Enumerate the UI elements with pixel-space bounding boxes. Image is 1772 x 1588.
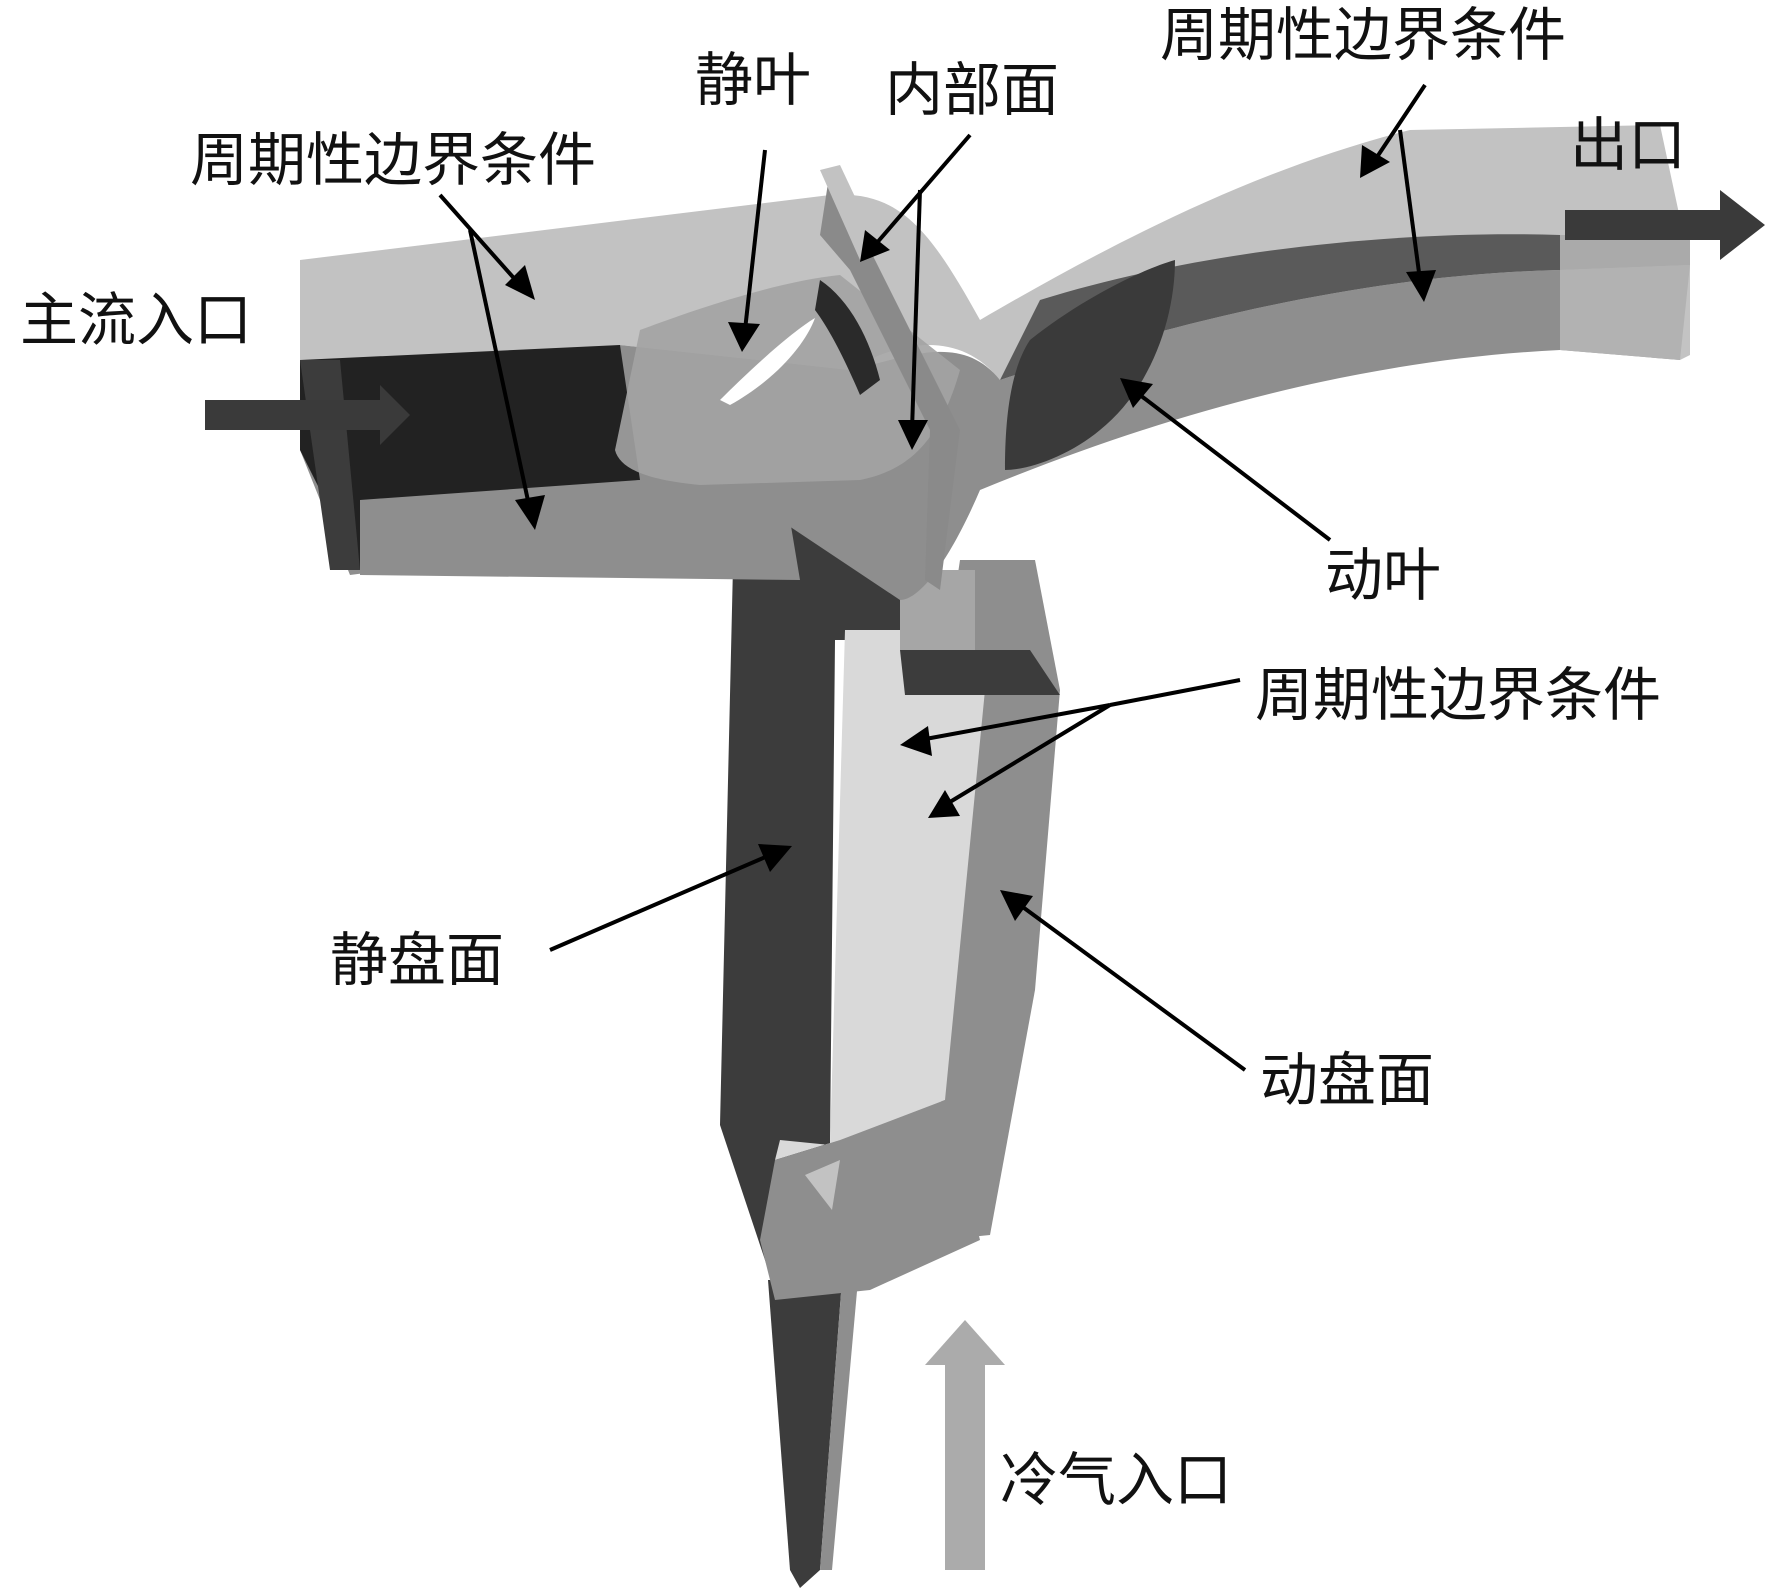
label-periodic-cavity: 周期性边界条件 [1255, 661, 1661, 729]
rotor-blade [1005, 260, 1175, 470]
stator-vane-slot [720, 318, 815, 405]
label-stator-blade: 静叶 [695, 46, 811, 114]
label-rotor-disk: 动盘面 [1260, 1046, 1434, 1114]
lower-seal-mid [820, 1280, 858, 1570]
label-outlet: 出口 [1570, 111, 1686, 179]
label-periodic-top-right: 周期性边界条件 [1160, 1, 1566, 69]
flow-arrows [205, 190, 1765, 1570]
coolant-inlet-arrow [925, 1320, 1005, 1570]
label-rotor-blade: 动叶 [1325, 541, 1441, 609]
stator-passage [615, 275, 960, 485]
cavity-bottom-notch [805, 1160, 840, 1210]
labels: 周期性边界条件 静叶 内部面 周期性边界条件 出口 主流入口 动叶 周期性边界条… [20, 1, 1686, 1514]
stator-vane [815, 280, 880, 395]
cavity-bottom-chamfer [760, 1100, 980, 1300]
rim-cavity [720, 480, 1060, 1588]
label-periodic-top-left: 周期性边界条件 [190, 126, 596, 194]
stator-disk-face [720, 480, 915, 1290]
leader-lines [438, 83, 1436, 1072]
lower-seal-dark [768, 1280, 842, 1588]
label-interface: 内部面 [885, 56, 1059, 124]
label-stator-disk: 静盘面 [330, 926, 504, 994]
outlet-block [1560, 235, 1690, 360]
interface-surface [820, 170, 960, 590]
main-channel [300, 125, 1690, 600]
label-coolant-inlet: 冷气入口 [1000, 1446, 1232, 1514]
outlet-arrow [1565, 190, 1765, 260]
cavity-periodic-face [775, 630, 985, 1160]
main-channel-top-periodic [300, 125, 1690, 380]
label-main-inlet: 主流入口 [20, 286, 252, 354]
main-channel-lower-band [360, 480, 800, 580]
cavity-step-ledge [900, 650, 1060, 695]
main-inlet-arrow [205, 385, 410, 445]
